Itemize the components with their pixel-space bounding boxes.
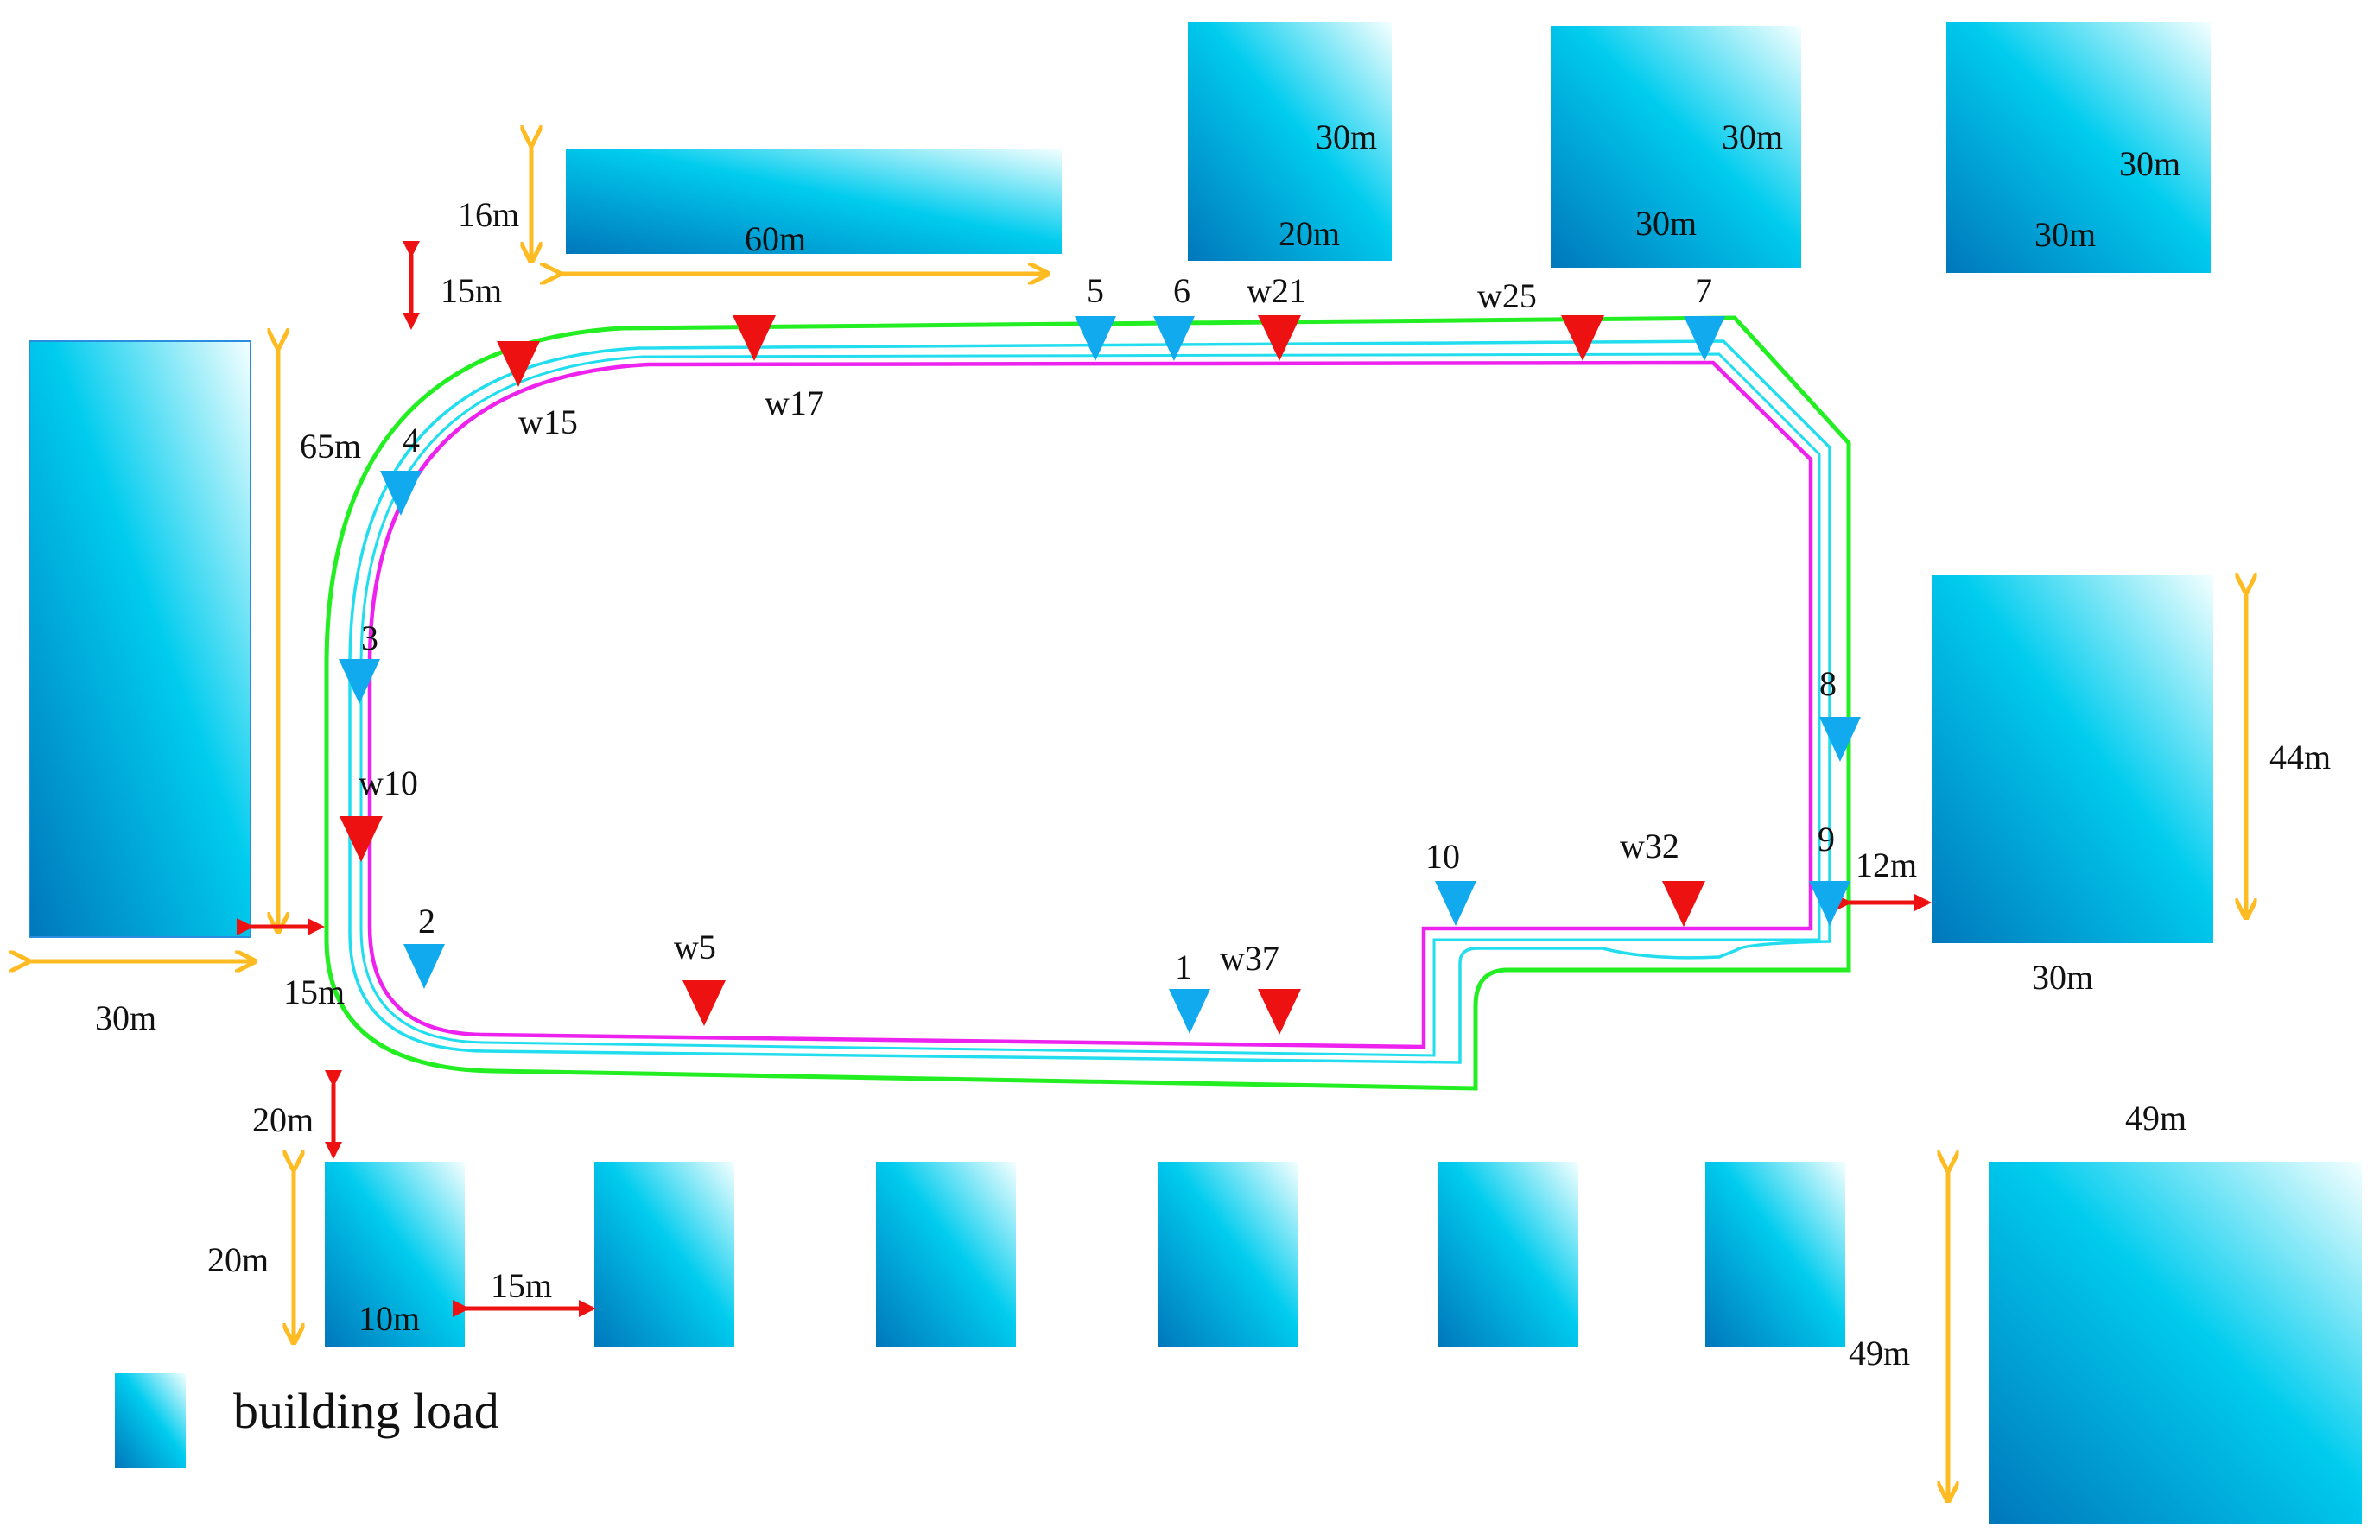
- label-20m-gap: 20m: [252, 1100, 314, 1139]
- label-marker-3: 3: [361, 618, 378, 657]
- label-marker-w10: w10: [359, 764, 418, 802]
- label-49m-top: 49m: [2125, 1099, 2186, 1138]
- building-bottom-5: [1438, 1162, 1578, 1347]
- building-bottom-2: [594, 1162, 734, 1347]
- marker-blue-7: [1684, 316, 1725, 361]
- marker-blue-10: [1435, 881, 1476, 926]
- label-top1-h: 30m: [1316, 117, 1377, 156]
- label-marker-8: 8: [1819, 664, 1837, 703]
- building-bottom-6: [1705, 1162, 1845, 1347]
- label-top2-w: 30m: [1635, 204, 1697, 243]
- label-top3-h: 30m: [2119, 144, 2180, 183]
- building-bottom-1: [325, 1162, 465, 1347]
- label-20m-bottom: 20m: [207, 1240, 269, 1279]
- label-marker-w21: w21: [1247, 271, 1306, 310]
- label-marker-1: 1: [1175, 947, 1192, 986]
- label-top1-w: 20m: [1279, 214, 1340, 253]
- label-15m-left: 15m: [283, 973, 345, 1011]
- label-marker-w15: w15: [518, 402, 578, 441]
- label-top3-w: 30m: [2034, 215, 2096, 254]
- building-top-2: [1551, 26, 1801, 268]
- marker-red-w10: [340, 816, 383, 862]
- building-labels: 16m 60m 65m 30m 30m 20m 30m 30m 30m 30m …: [95, 117, 2331, 1372]
- marker-labels: 1 2 3 4 5 6 7 8 9 10 w5 w10 w15 w17 w21 …: [359, 271, 1837, 986]
- marker-blue-5: [1075, 316, 1116, 361]
- marker-blue-1: [1169, 989, 1210, 1034]
- label-12m: 12m: [1856, 846, 1917, 884]
- red-markers: [340, 315, 1705, 1035]
- marker-blue-4: [380, 471, 422, 516]
- route-lines: [324, 315, 1851, 1091]
- building-top-3: [1946, 22, 2211, 273]
- building-tall-left: [29, 340, 251, 938]
- buildings: [29, 22, 2362, 1524]
- label-15m-bottom-gap: 15m: [491, 1266, 552, 1305]
- label-marker-7: 7: [1695, 271, 1712, 310]
- label-marker-6: 6: [1173, 271, 1190, 310]
- dimension-arrows: [26, 143, 2246, 1499]
- outer-green-route: [324, 315, 1851, 1091]
- marker-red-w5: [682, 980, 726, 1026]
- label-30m-right: 30m: [2032, 958, 2093, 997]
- label-marker-w32: w32: [1620, 827, 1679, 865]
- marker-red-w25: [1561, 315, 1604, 361]
- legend-swatch: [115, 1373, 186, 1468]
- cyan-route: [348, 339, 1831, 1064]
- dimension-labels: 15m 15m 20m 15m 12m: [252, 271, 1917, 1305]
- marker-red-w21: [1258, 315, 1301, 361]
- marker-red-w32: [1662, 881, 1705, 927]
- label-marker-9: 9: [1818, 820, 1835, 859]
- label-10m: 10m: [359, 1299, 420, 1338]
- blue-markers: [339, 316, 1861, 1034]
- label-65m: 65m: [300, 427, 361, 466]
- label-44m: 44m: [2269, 738, 2331, 776]
- building-bottom-4: [1158, 1162, 1298, 1347]
- marker-blue-6: [1153, 316, 1195, 361]
- label-marker-2: 2: [418, 902, 435, 941]
- building-right-mid: [1932, 575, 2213, 943]
- label-16m: 16m: [458, 195, 519, 234]
- label-top2-h: 30m: [1722, 117, 1783, 156]
- label-marker-4: 4: [403, 421, 420, 459]
- building-bottom-3: [876, 1162, 1016, 1347]
- marker-red-w15: [497, 341, 540, 387]
- inner-cyan-route: [359, 352, 1821, 1057]
- legend-label: building load: [233, 1383, 499, 1439]
- building-top-1: [1188, 22, 1392, 261]
- label-60m: 60m: [745, 219, 806, 258]
- marker-blue-3: [339, 659, 380, 704]
- magenta-route: [367, 360, 1813, 1049]
- label-49m-side: 49m: [1849, 1334, 1910, 1372]
- label-marker-w5: w5: [674, 928, 716, 966]
- label-marker-w37: w37: [1220, 939, 1279, 978]
- label-15m-top: 15m: [441, 271, 502, 310]
- building-big-bottom-right: [1989, 1162, 2362, 1524]
- label-marker-w25: w25: [1477, 276, 1537, 315]
- label-marker-w17: w17: [765, 383, 824, 422]
- marker-red-w37: [1258, 989, 1301, 1035]
- marker-red-w17: [733, 315, 776, 361]
- label-marker-10: 10: [1425, 837, 1460, 876]
- marker-blue-8: [1819, 717, 1861, 762]
- label-marker-5: 5: [1087, 271, 1104, 310]
- marker-blue-9: [1809, 881, 1850, 926]
- marker-blue-2: [403, 944, 445, 989]
- building-long-top: [566, 149, 1062, 254]
- label-30m-left: 30m: [95, 998, 156, 1037]
